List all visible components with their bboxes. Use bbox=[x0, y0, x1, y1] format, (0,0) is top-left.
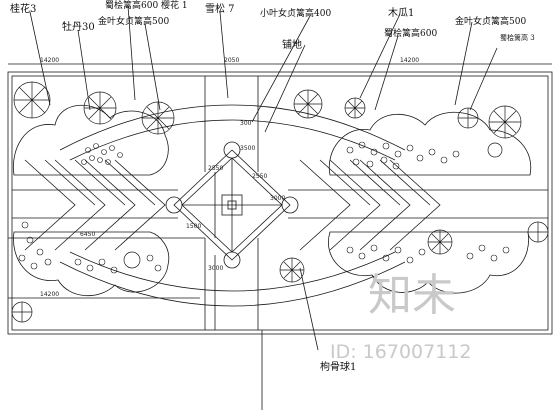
plaza-circle-left bbox=[165, 196, 183, 214]
outer-boundary bbox=[7, 71, 553, 335]
shrub-cluster bbox=[346, 244, 510, 264]
plaza-circle-right bbox=[281, 196, 299, 214]
dim-3000-right: 3000 bbox=[270, 195, 285, 202]
tree-symbol bbox=[457, 107, 479, 129]
dim-2550-b: 2550 bbox=[252, 173, 267, 180]
leader-line bbox=[264, 44, 306, 133]
plaza-circle-bottom bbox=[223, 251, 241, 269]
label-jinye-nuzhen-right: 金叶女贞篱高500 bbox=[455, 15, 526, 27]
shrub-cluster bbox=[74, 254, 162, 274]
plaza-arc bbox=[69, 251, 396, 292]
watermark-logo: 知未 bbox=[368, 270, 456, 321]
plaza-circle-top bbox=[223, 141, 241, 159]
lattice-left bbox=[24, 159, 166, 251]
dim-300-top: 300 bbox=[240, 120, 252, 127]
tree-symbol bbox=[488, 105, 522, 139]
tree-symbol bbox=[487, 142, 503, 158]
planting-bed-left-bottom bbox=[13, 231, 170, 297]
dim-bottom-left: 14200 bbox=[40, 291, 59, 298]
shrub-cluster bbox=[18, 221, 52, 270]
dim-top-right: 14200 bbox=[400, 57, 419, 64]
label-small-right: 蜀桧篱高 3 bbox=[500, 33, 535, 42]
plaza-arc bbox=[59, 104, 406, 151]
shrub-cluster bbox=[81, 143, 123, 165]
label-mugua: 木瓜1 bbox=[388, 7, 414, 19]
leader-line bbox=[77, 29, 91, 111]
dim-3000: 3000 bbox=[208, 265, 223, 272]
label-jinye-nuzhen-500: 金叶女贞篱高500 bbox=[98, 15, 169, 27]
tree-symbol bbox=[13, 81, 51, 119]
leader-line bbox=[127, 5, 136, 101]
tree-symbol bbox=[141, 101, 175, 135]
leader-line bbox=[469, 47, 498, 111]
label-shugui-600: 蜀桧篱高600 bbox=[384, 27, 437, 39]
dim-3500: 3500 bbox=[240, 145, 255, 152]
dim-1500: 1500 bbox=[186, 223, 201, 230]
tree-symbol bbox=[527, 221, 549, 243]
dim-top-left: 14200 bbox=[40, 57, 59, 64]
label-xiaoye-nuzhen: 小叶女贞篱高400 bbox=[260, 7, 331, 19]
tree-symbol bbox=[279, 257, 305, 283]
tree-symbol bbox=[344, 97, 366, 119]
plaza-arc bbox=[69, 119, 396, 161]
label-xuesong: 雪松 7 bbox=[205, 2, 235, 15]
tree-symbol bbox=[293, 89, 323, 119]
central-diamond-outer bbox=[173, 149, 291, 261]
label-guihua: 桂花3 bbox=[10, 2, 36, 15]
label-shujuan-yinghua: 蜀桧篱高600 樱花 1 bbox=[105, 0, 188, 11]
leader-line bbox=[374, 35, 399, 111]
tree-symbol bbox=[123, 251, 141, 269]
inner-boundary bbox=[11, 75, 549, 331]
label-pudi: 铺地 bbox=[282, 38, 302, 51]
label-mudan: 牡丹30 bbox=[62, 20, 95, 33]
planting-bed-right-top bbox=[328, 111, 532, 176]
leader-line bbox=[251, 15, 311, 123]
leader-line bbox=[359, 13, 401, 99]
leader-line bbox=[454, 21, 473, 106]
shrub-cluster bbox=[346, 141, 460, 170]
plaza-arc bbox=[59, 261, 406, 307]
dim-6450: 6450 bbox=[80, 231, 95, 238]
leader-line bbox=[299, 267, 319, 351]
planting-bed-right-bottom bbox=[328, 231, 529, 294]
lattice-right bbox=[299, 159, 441, 251]
tree-symbol bbox=[11, 301, 33, 323]
tree-symbol bbox=[83, 91, 117, 125]
tree-symbol bbox=[427, 229, 453, 255]
watermark-id: ID: 167007112 bbox=[330, 341, 471, 363]
label-gougu: 枸骨球1 bbox=[320, 360, 356, 373]
dim-2550-a: 2550 bbox=[208, 165, 223, 172]
planting-bed-left-top bbox=[12, 104, 169, 176]
leader-line bbox=[144, 23, 161, 111]
dim-top-mid: 2050 bbox=[224, 57, 239, 64]
leader-line bbox=[219, 11, 229, 99]
